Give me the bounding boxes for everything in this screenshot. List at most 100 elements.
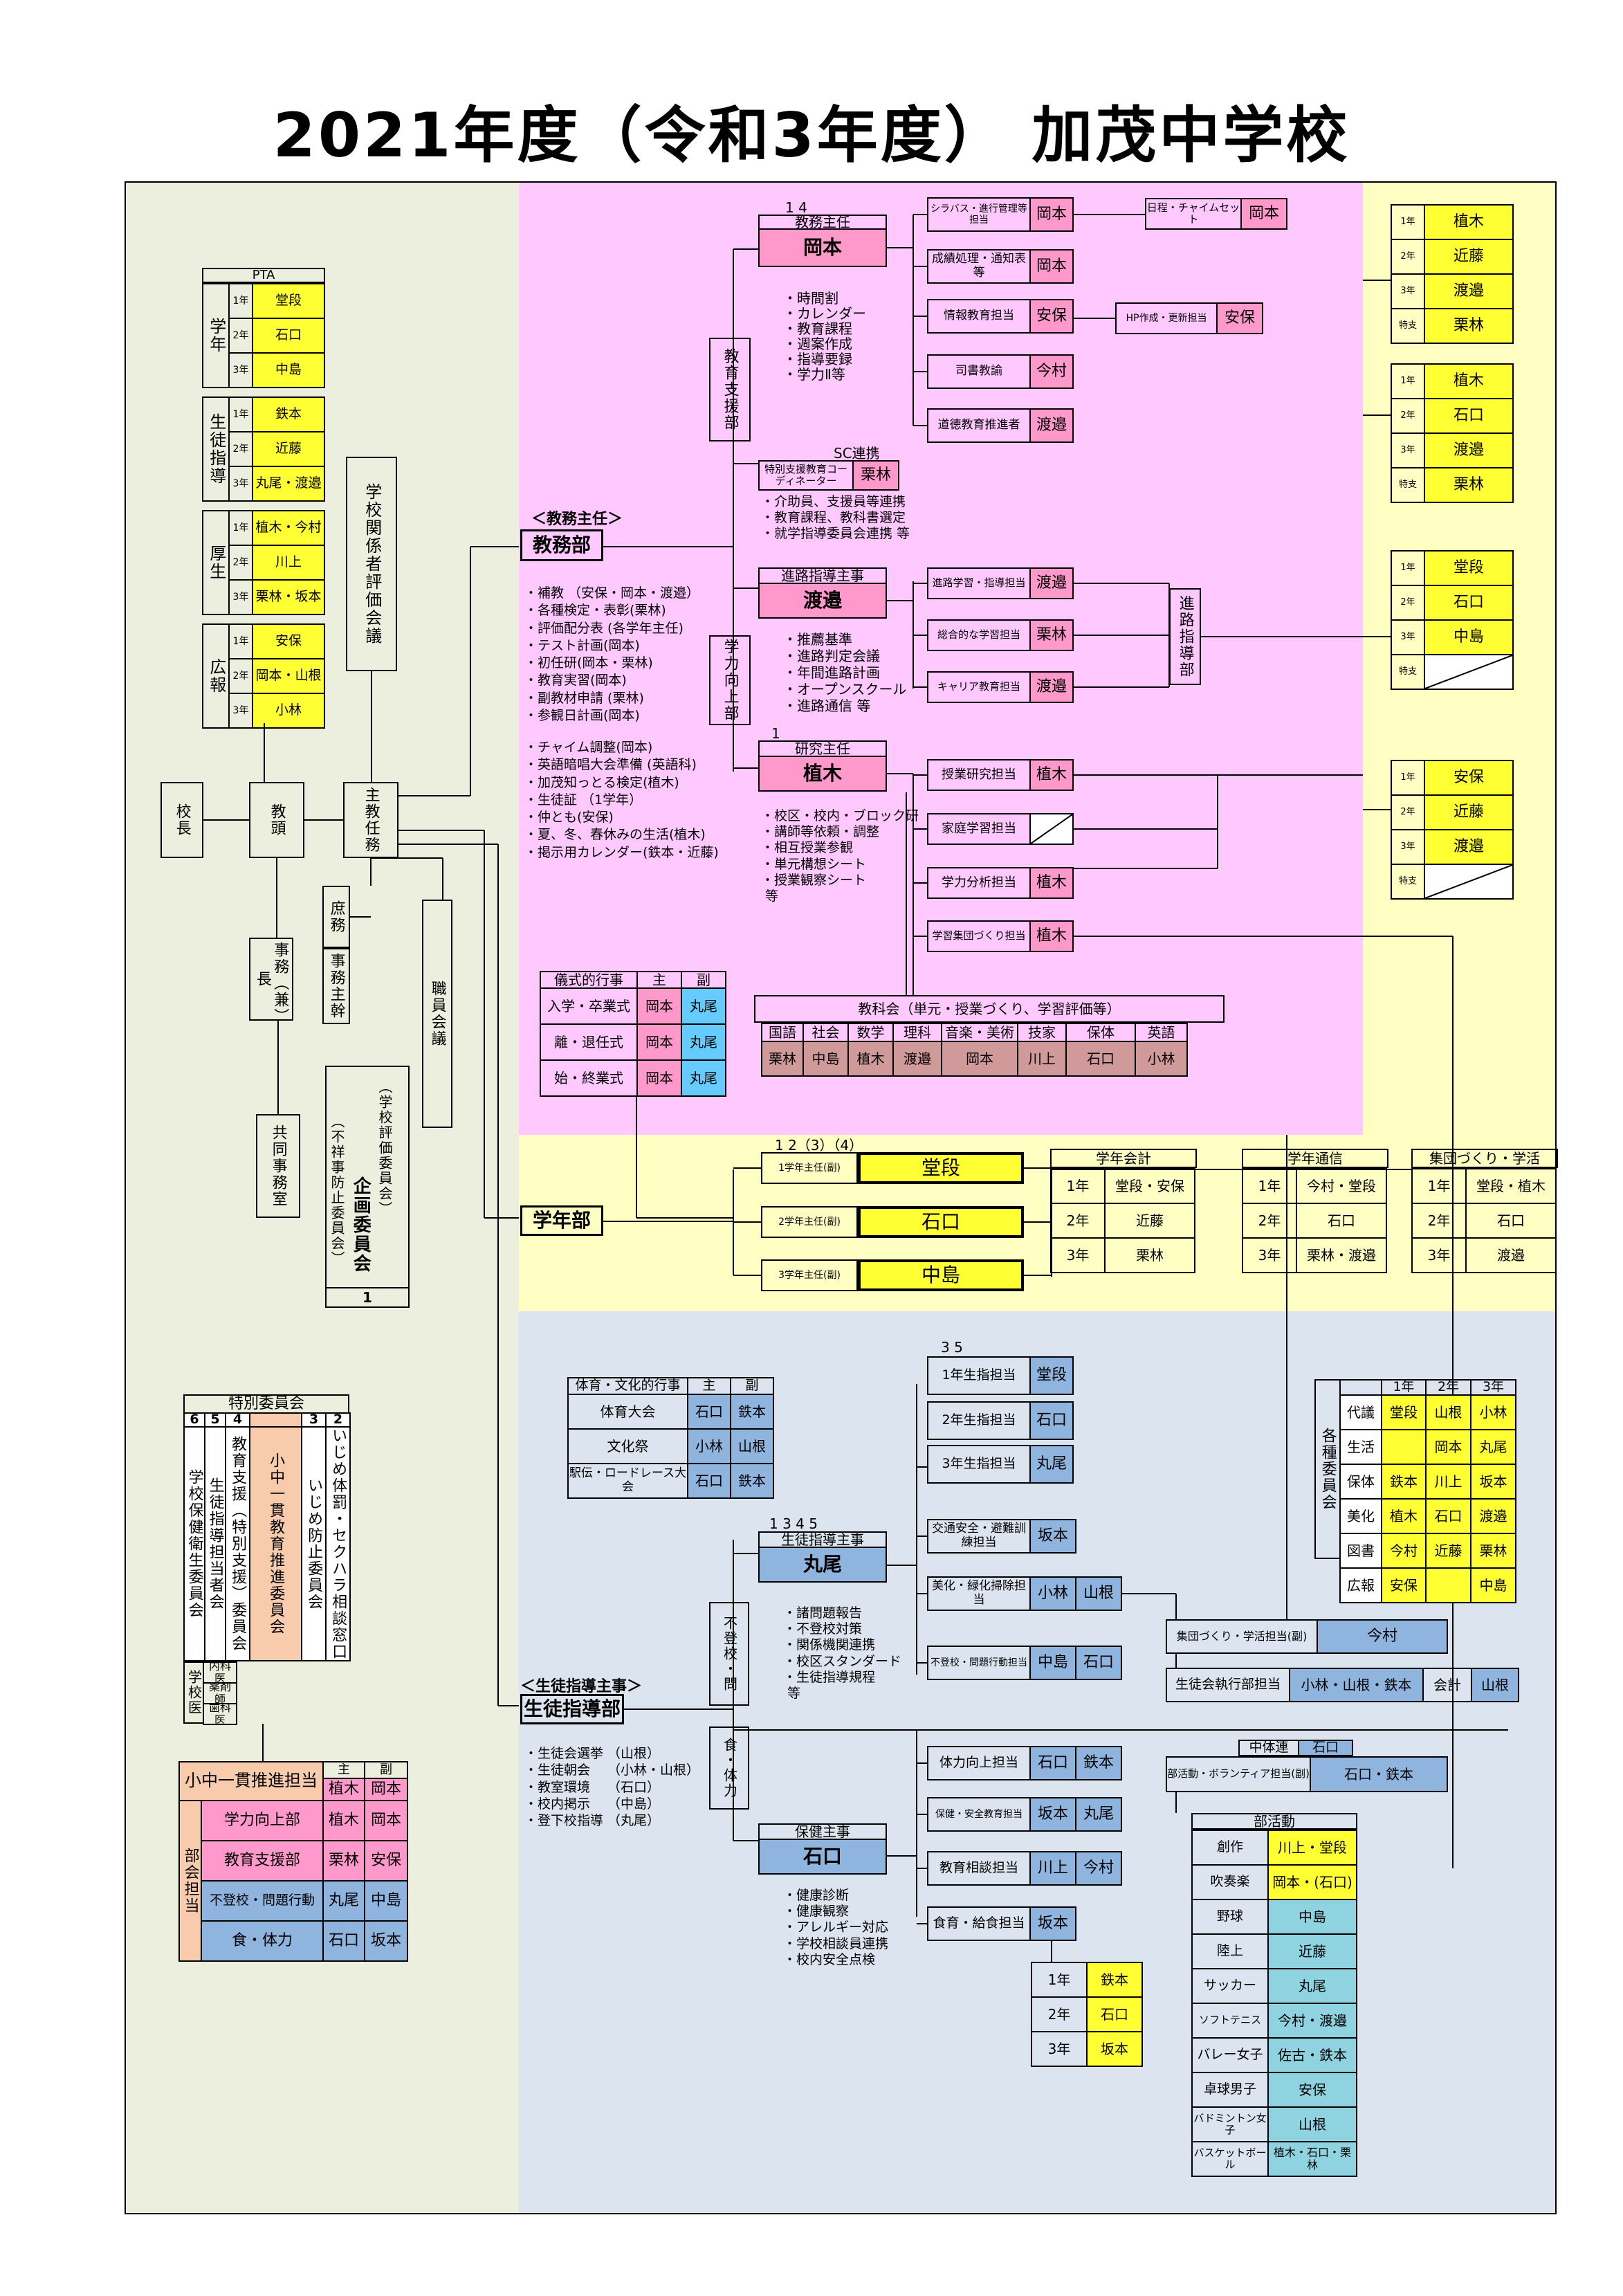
grade-table-cell: 堂段・植木	[1465, 1168, 1557, 1204]
health-item-name: 川上	[1029, 1851, 1076, 1886]
connector-line	[1074, 774, 1363, 776]
connector-line	[913, 936, 927, 937]
connector-line	[733, 1540, 734, 1841]
connector-line	[1175, 1792, 1177, 1813]
lunch-grade: 3年	[1031, 2031, 1088, 2067]
grade-table-cell: 近藤	[1104, 1203, 1195, 1239]
grade-cell: 特支	[1391, 654, 1425, 690]
special-support-notes: ・介助員、支援員等連携 ・教育課程、教科書選定 ・就学指導委員会連携 等	[761, 494, 910, 542]
career-item-name: 渡邉	[1029, 567, 1074, 599]
grade-cell: 3年	[1391, 432, 1425, 468]
sports-main: 石口	[687, 1463, 731, 1499]
connector-line	[371, 857, 443, 859]
kyomu-item-name: 渡邉	[1029, 408, 1074, 443]
connector-line	[636, 1217, 733, 1219]
kyomu-item-label: 司書教諭	[927, 354, 1031, 389]
connector-line	[916, 1730, 917, 1917]
shochu-main: 植木	[322, 1778, 365, 1801]
grade-head-name: 中島	[858, 1259, 1024, 1291]
school-doctor: 歯科医	[203, 1703, 237, 1725]
club-advisor: 中島	[1267, 1899, 1357, 1935]
committee-column: 小中一貫教育推進委員会	[249, 1426, 302, 1661]
connector-line	[203, 819, 249, 821]
connector-line	[1175, 1594, 1177, 1619]
grade-table-cell: 3年	[1242, 1237, 1297, 1273]
connector-line	[913, 425, 927, 426]
connector-line	[264, 723, 265, 782]
athletic-federation-label: 中体連	[1238, 1740, 1299, 1756]
committee-column: いじめ体罰・セクハラ相談窓口	[325, 1426, 351, 1661]
sports-event: 体育大会	[567, 1394, 688, 1430]
grade-teacher: 石口	[1424, 398, 1514, 434]
grade-cell: 3年	[1391, 273, 1425, 309]
kyomu-item-label: シラバス・進行管理等担当	[927, 197, 1031, 232]
connector-line	[1363, 414, 1391, 416]
connector-line	[470, 547, 471, 796]
connector-line	[497, 844, 499, 1706]
club-advisor: 近藤	[1267, 1933, 1357, 1969]
shochu-row-main: 栗林	[322, 1840, 365, 1882]
grade-teacher: 渡邉	[1424, 829, 1514, 865]
research-item-label: 学習集団づくり担当	[927, 920, 1031, 952]
committee-number: 6	[183, 1412, 205, 1428]
connector-line	[350, 916, 371, 918]
grade-teacher: 近藤	[1424, 794, 1514, 830]
committee-number: 3	[301, 1412, 327, 1428]
grade-teacher: 植木	[1424, 363, 1514, 399]
seito-notes: ・生徒会選挙 （山根） ・生徒朝会 （小林・山根） ・教室環境 （石口） ・校内…	[524, 1746, 700, 1829]
ceremony-name: 入学・卒業式	[540, 987, 638, 1025]
grade-teacher: 安保	[1424, 760, 1514, 796]
connector-line	[1024, 1221, 1052, 1223]
ceremony-sub: 丸尾	[681, 1023, 726, 1061]
club-name: 野球	[1191, 1899, 1269, 1935]
connector-line	[917, 1868, 927, 1869]
pta-group-label: 広報	[202, 623, 230, 729]
career-item-label: 総合的な学習担当	[927, 619, 1031, 651]
connector-line	[887, 247, 913, 248]
seito-item-label: 交通安全・避難訓練担当	[927, 1519, 1031, 1554]
special-support-label: 特別支援教育コーディネーター	[758, 460, 854, 491]
committee-head: 1年	[1381, 1379, 1427, 1396]
grade-table-cell: 1年	[1242, 1168, 1297, 1204]
shunin-name: 岡本	[758, 228, 887, 267]
pta-member: 小林	[252, 693, 325, 729]
connector-line	[887, 1855, 917, 1857]
connector-line	[913, 316, 927, 317]
research-item-label: 授業研究担当	[927, 759, 1031, 791]
pta-group-label: 学年	[202, 283, 230, 388]
connector-line	[733, 463, 758, 464]
lunch-teacher: 石口	[1086, 1996, 1143, 2032]
seito-item-name: 山根	[1075, 1576, 1122, 1611]
special-support-name: 栗林	[852, 460, 899, 491]
school-doctor: 内科医	[203, 1661, 237, 1684]
subject-name: 技家	[1017, 1023, 1067, 1042]
grade-teacher: 栗林	[1424, 308, 1514, 344]
subject-name: 理科	[892, 1023, 942, 1042]
sei-row-name: 丸尾	[1029, 1445, 1074, 1484]
health-item-name: 鉄本	[1075, 1746, 1122, 1780]
health-item-name: 今村	[1075, 1851, 1122, 1886]
shochu-row-label: 不登校・問題行動	[201, 1880, 324, 1922]
health-title: 保健主事	[758, 1823, 887, 1840]
health-item-label: 体力向上担当	[927, 1746, 1031, 1780]
connector-line	[371, 671, 372, 782]
research-item-label: 家庭学習担当	[927, 813, 1031, 845]
shochu-row-label: 食・体力	[201, 1920, 324, 1962]
seito-item-name: 小林	[1029, 1576, 1076, 1611]
empty-slash	[1425, 655, 1512, 689]
connector-line	[636, 1097, 637, 1218]
connector-line	[484, 1217, 519, 1219]
pta-title: PTA	[202, 268, 325, 283]
subject-teacher: 植木	[847, 1041, 894, 1077]
subject-name: 数学	[847, 1023, 894, 1042]
grade-teacher: 近藤	[1424, 239, 1514, 275]
committee-column: 学校保健衛生委員会	[183, 1426, 205, 1661]
pta-member: 近藤	[252, 431, 325, 467]
subject-name: 保体	[1065, 1023, 1136, 1042]
committee-cell: 渡邉	[1470, 1498, 1516, 1534]
group-work-name: 今村	[1317, 1619, 1448, 1654]
principal-box: 校長	[161, 782, 203, 858]
club-advisor: 岡本・(石口)	[1267, 1864, 1357, 1900]
connector-line	[1363, 636, 1391, 637]
connector-line	[913, 266, 927, 267]
